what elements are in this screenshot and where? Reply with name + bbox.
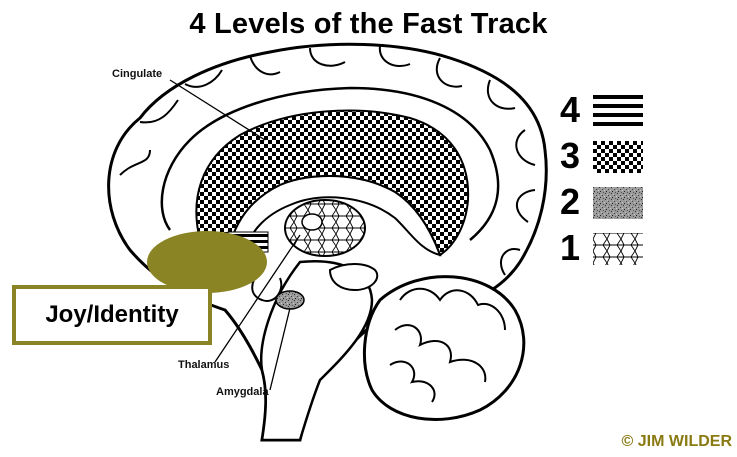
thalamus-region [285, 200, 365, 256]
horizontal-lines-swatch [593, 95, 643, 127]
legend-row-4: 4 [555, 92, 655, 128]
joy-identity-region [147, 231, 267, 293]
cerebellum [364, 277, 523, 420]
amygdala-label: Amygdala [216, 386, 269, 398]
thalamus-label: Thalamus [178, 359, 229, 371]
legend-row-1: 1 [555, 230, 655, 266]
stipple-swatch [593, 187, 643, 219]
level-legend: 4 3 2 1 [555, 92, 655, 272]
checkerboard-swatch [593, 141, 643, 173]
legend-row-3: 3 [555, 138, 655, 174]
joy-identity-callout: Joy/Identity [12, 285, 212, 345]
joy-identity-label: Joy/Identity [45, 301, 178, 329]
legend-number: 1 [555, 230, 585, 266]
legend-row-2: 2 [555, 184, 655, 220]
legend-number: 3 [555, 138, 585, 174]
cells-swatch [593, 233, 643, 265]
copyright-notice: © JIM WILDER [622, 433, 732, 451]
legend-number: 4 [555, 92, 585, 128]
legend-number: 2 [555, 184, 585, 220]
amygdala-region [276, 291, 304, 309]
cingulate-label: Cingulate [112, 68, 162, 80]
